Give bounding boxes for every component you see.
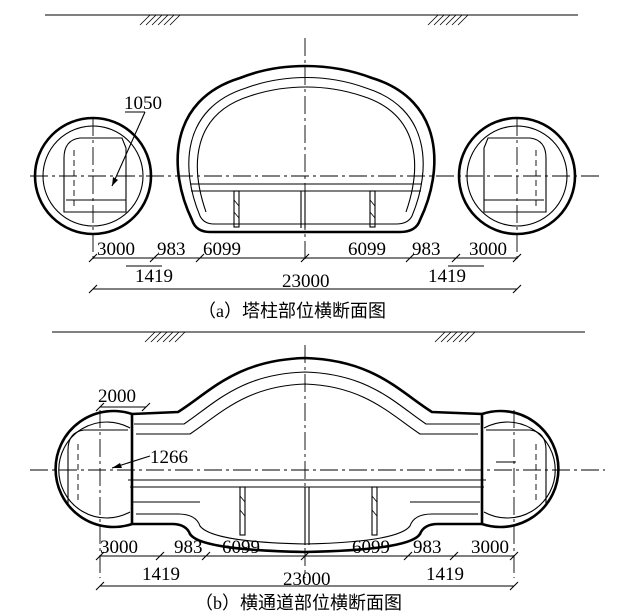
callout-2000: 2000 xyxy=(98,386,136,407)
right-shield-tube-inner-b xyxy=(483,421,556,519)
dim-a-5: 983 xyxy=(412,239,441,260)
left-tube-interior-a xyxy=(63,137,127,213)
dim-b-6: 3000 xyxy=(471,537,509,558)
caption-b: （b）横通道部位横断面图 xyxy=(195,593,402,613)
dim-b-23000: 23000 xyxy=(283,569,331,590)
dim-b-1419-left: 1419 xyxy=(142,564,180,585)
dim-b-2: 983 xyxy=(174,537,203,558)
left-shield-tube-inner-a xyxy=(42,125,144,227)
cross-passage-inner-b xyxy=(134,371,480,425)
cross-passage-lining-b xyxy=(136,383,478,435)
dim-b-3: 6099 xyxy=(222,537,260,558)
ground-hatch-b-right xyxy=(434,331,476,343)
left-shield-tube-outer-a xyxy=(33,116,153,236)
dim-a-23000: 23000 xyxy=(282,271,330,292)
dim-b-5: 983 xyxy=(413,537,442,558)
dim-a-1419-right: 1419 xyxy=(428,266,466,287)
dim-a-2: 983 xyxy=(157,239,186,260)
main-tunnel-outer-a xyxy=(176,64,436,234)
left-shield-tube-inner-b xyxy=(58,421,131,519)
dim-b-1: 3000 xyxy=(100,537,138,558)
dim-b-4: 6099 xyxy=(352,537,390,558)
caption-a: （a）塔柱部位横断面图 xyxy=(198,301,386,321)
left-shield-tube-outer-b xyxy=(54,409,133,529)
ground-hatch-a-right xyxy=(427,14,469,26)
dim-a-4: 6099 xyxy=(348,239,386,260)
dim-ticks-b-row1 xyxy=(95,551,519,561)
panel-b: 2000 1266 3000 983 6099 6099 983 3000 14… xyxy=(30,331,605,613)
dim-ticks-a-row1 xyxy=(88,253,522,263)
right-shield-tube-outer-a xyxy=(457,116,577,236)
column-a-3 xyxy=(369,190,376,228)
column-b-1 xyxy=(239,486,246,536)
right-shield-tube-outer-b xyxy=(481,409,560,529)
dim-b-1419-right: 1419 xyxy=(426,564,464,585)
main-tunnel-inner-a xyxy=(188,76,424,225)
column-b-3 xyxy=(371,486,378,536)
dim-a-1419-left: 1419 xyxy=(135,266,173,287)
cross-passage-outer-b xyxy=(130,356,484,554)
right-tube-interior-b xyxy=(486,429,547,506)
left-tube-interior-b xyxy=(67,429,128,506)
callout-1050: 1050 xyxy=(124,93,162,114)
column-a-1 xyxy=(233,190,240,228)
ground-hatch-a-left xyxy=(139,14,181,26)
callout-leader-a xyxy=(111,111,146,187)
right-shield-tube-inner-a xyxy=(466,125,568,227)
callout-1266: 1266 xyxy=(150,447,188,468)
dim-a-1: 3000 xyxy=(97,239,135,260)
dim-a-3: 6099 xyxy=(203,239,241,260)
right-tube-interior-a xyxy=(483,137,547,213)
main-tunnel-lining-a xyxy=(196,86,416,213)
ground-hatch-b-left xyxy=(144,331,186,343)
panel-a: 1050 3000 983 6099 6099 983 3000 1419 xyxy=(30,14,600,321)
dim-a-6: 3000 xyxy=(469,239,507,260)
